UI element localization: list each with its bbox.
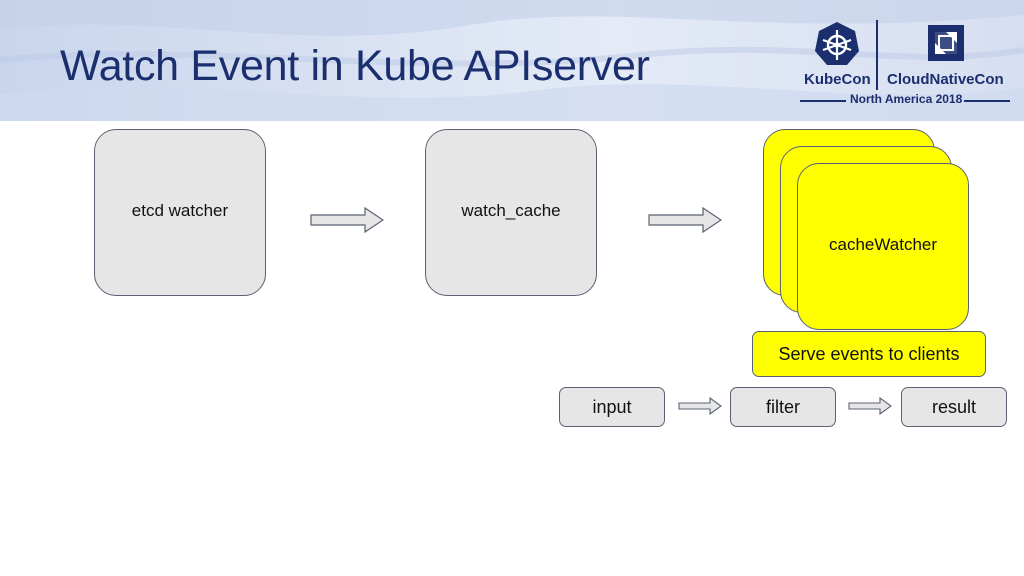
watch-cache-label: watch_cache <box>461 200 561 220</box>
subtitle-rule-left <box>800 100 846 102</box>
subtitle-text: North America 2018 <box>850 92 963 106</box>
kubecon-logo: KubeCon CloudNativeCon North America 201… <box>790 10 1010 115</box>
subtitle-rule-right <box>964 100 1010 102</box>
cache-watcher-label: cacheWatcher <box>828 234 938 254</box>
logo-subtitle: North America 2018 <box>800 91 1010 109</box>
cloudnativecon-wordmark: CloudNativeCon <box>887 71 1004 88</box>
arrow-etcd-to-cache <box>310 207 384 233</box>
arrow-filter-to-result <box>848 397 892 415</box>
cncf-icon <box>928 25 964 61</box>
filter-label: filter <box>765 396 800 417</box>
input-node: input <box>559 387 665 427</box>
helm-wheel-icon <box>815 22 859 65</box>
watch-cache-node: watch_cache <box>425 129 597 296</box>
arrow-cache-to-watcher <box>648 207 722 233</box>
etcd-watcher-node: etcd watcher <box>94 129 266 296</box>
serve-events-node: Serve events to clients <box>752 331 986 377</box>
input-label: input <box>592 396 632 417</box>
page-title: Watch Event in Kube APIserver <box>60 42 650 90</box>
header-banner: Watch Event in Kube APIserver KubeCon Cl… <box>0 0 1024 121</box>
etcd-watcher-label: etcd watcher <box>131 200 229 220</box>
arrow-input-to-filter <box>678 397 722 415</box>
result-label: result <box>931 396 976 417</box>
banner-wave-decoration <box>0 0 1024 121</box>
logo-divider <box>876 20 878 90</box>
result-node: result <box>901 387 1007 427</box>
kubecon-wordmark: KubeCon <box>804 71 871 88</box>
serve-events-label: Serve events to clients <box>778 343 960 364</box>
cache-watcher-card-front: cacheWatcher <box>797 163 969 330</box>
filter-node: filter <box>730 387 836 427</box>
